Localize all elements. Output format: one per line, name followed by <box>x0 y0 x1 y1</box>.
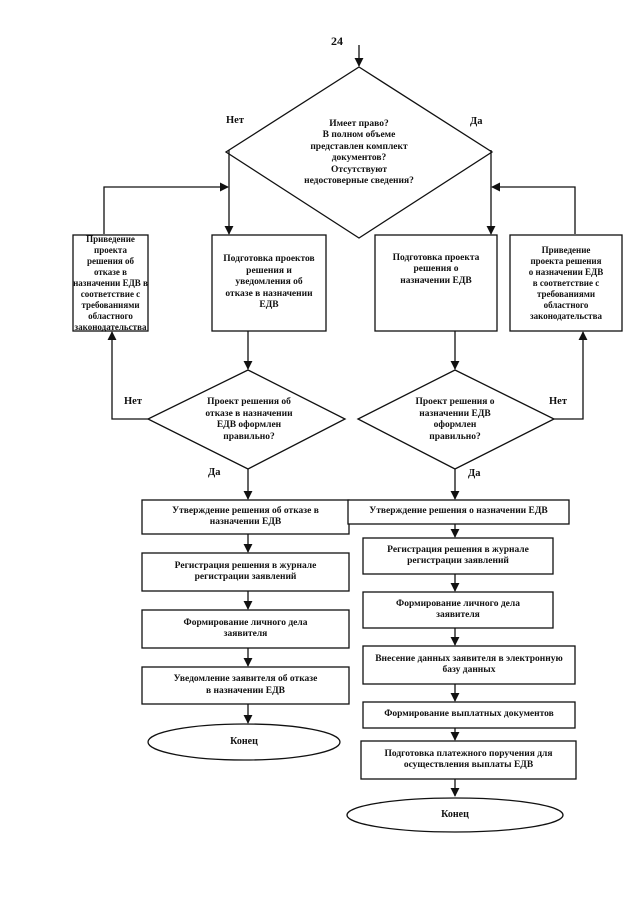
right-step-1-text: Утверждение решения о назначении ЕДВ <box>369 506 548 517</box>
right-prepare-box-text: Подготовка проекта решения о назначении … <box>392 252 480 286</box>
right-bring-box <box>509 234 623 332</box>
left-prepare-box <box>211 234 327 332</box>
right-check-no-arrow <box>554 331 588 420</box>
left-end-terminal <box>147 723 341 761</box>
left-end-text: Конец <box>230 736 258 748</box>
right-step-1-box <box>347 499 570 525</box>
right-step-6-box <box>360 740 577 780</box>
left-loop-back-arrow <box>103 182 229 234</box>
left-step-3-box <box>141 609 350 649</box>
right-step-2-text: Регистрация решения в журнале регистраци… <box>387 544 529 567</box>
left-check-decision-text: Проект решения об отказе в назначении ЕД… <box>205 397 293 442</box>
left-step-2-text: Регистрация решения в журнале регистраци… <box>174 560 317 583</box>
left-step-2-box <box>141 552 350 592</box>
right-step-5-text: Формирование выплатных документов <box>384 709 554 720</box>
left-step-4-text: Уведомление заявителя об отказе в назнач… <box>173 674 318 696</box>
left-check-no-label: Нет <box>124 396 142 407</box>
right-check-decision-text: Проект решения о назначении ЕДВ оформлен… <box>415 397 495 442</box>
right-bring-box-text: Приведение проекта решения о назначении … <box>528 244 604 321</box>
left-step-1-box <box>141 499 350 535</box>
right-check-no-label: Нет <box>549 396 567 407</box>
right-step-5-box <box>362 701 576 729</box>
right-step-4-text: Внесение данных заявителя в электронную … <box>375 653 563 676</box>
right-step-4-box <box>362 645 576 685</box>
left-step-4-box <box>141 666 350 705</box>
left-step-3-text: Формирование личного дела заявителя <box>183 617 308 640</box>
right-prepare-box <box>374 234 498 332</box>
right-end-terminal <box>346 797 564 833</box>
right-end-text: Конец <box>441 809 469 821</box>
top-decision-diamond <box>224 66 494 239</box>
right-step-2-box <box>362 537 554 575</box>
right-check-yes-label: Да <box>468 468 481 479</box>
left-bring-box-text: Приведение проекта решения об отказе в н… <box>73 233 148 332</box>
right-step-3-box <box>362 591 554 629</box>
top-decision-text: Имеет право? В полном объеме представлен… <box>304 118 414 187</box>
top-decision-yes-label: Да <box>470 116 483 127</box>
page-number: 24 <box>331 34 343 48</box>
left-check-no-arrow <box>107 331 148 420</box>
left-bring-box <box>72 234 149 332</box>
right-step-3-text: Формирование личного дела заявителя <box>396 598 520 621</box>
left-prepare-box-text: Подготовка проектов решения и уведомлени… <box>223 254 315 311</box>
right-step-6-text: Подготовка платежного поручения для осущ… <box>384 748 553 771</box>
left-check-yes-label: Да <box>208 467 221 478</box>
left-step-1-text: Утверждение решения об отказе в назначен… <box>172 505 319 528</box>
right-loop-back-arrow <box>491 182 576 234</box>
top-decision-no-label: Нет <box>226 115 244 126</box>
